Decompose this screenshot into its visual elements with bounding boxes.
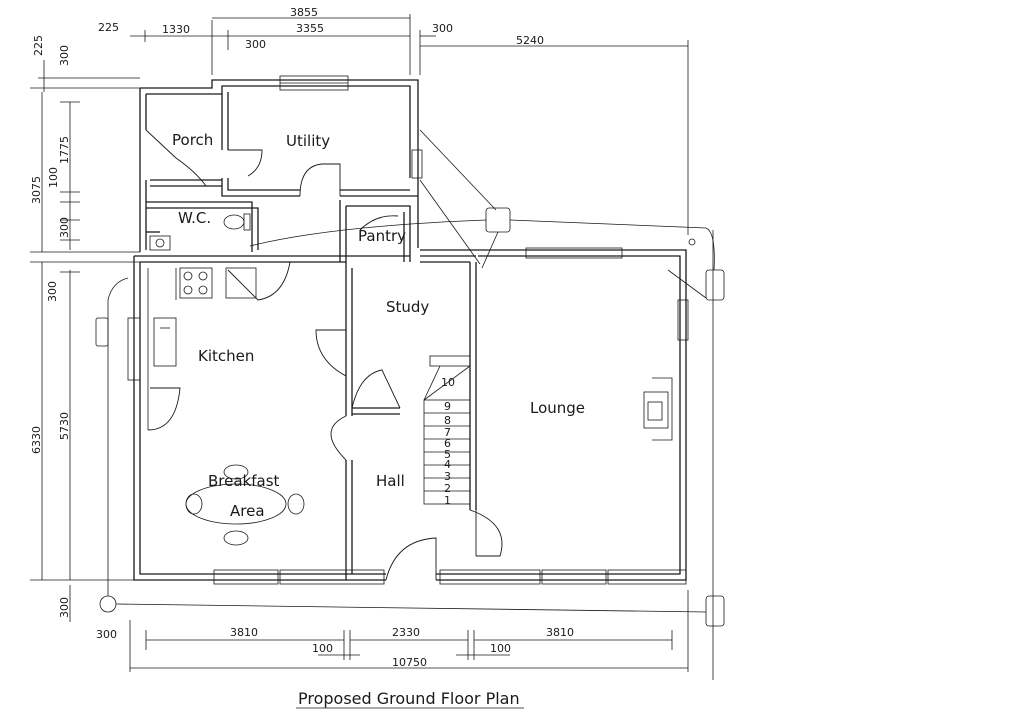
dim-top-225: 225 xyxy=(98,21,119,34)
dim-bottom-10750: 10750 xyxy=(392,656,427,669)
dim-left-300c: 300 xyxy=(46,281,59,302)
staircase xyxy=(423,355,471,505)
dimension-lines xyxy=(30,14,714,680)
stair-step-3: 3 xyxy=(444,470,451,483)
windows xyxy=(127,75,689,585)
dim-top-300b: 300 xyxy=(432,22,453,35)
drawing-title: Proposed Ground Floor Plan xyxy=(298,689,520,708)
dim-left-1775: 1775 xyxy=(58,136,71,164)
stair-step-1: 1 xyxy=(444,494,451,507)
dim-bottom-2330: 2330 xyxy=(392,626,420,639)
dim-left-6330: 6330 xyxy=(30,426,43,454)
dim-left-5730: 5730 xyxy=(58,412,71,440)
dim-left-225: 225 xyxy=(32,35,45,56)
stair-step-6: 6 xyxy=(444,437,451,450)
stair-step-4: 4 xyxy=(444,458,451,471)
room-label-breakfast: Breakfast xyxy=(208,472,280,490)
dim-top-300a: 300 xyxy=(245,38,266,51)
stair-step-10: 10 xyxy=(441,376,455,389)
room-label-utility: Utility xyxy=(286,132,330,150)
stair-step-5: 5 xyxy=(444,448,451,461)
dim-top-5240: 5240 xyxy=(516,34,544,47)
dim-bottom-100a: 100 xyxy=(312,642,333,655)
dim-bottom-100b: 100 xyxy=(490,642,511,655)
stair-numbers: 1 2 3 4 5 6 7 8 9 10 xyxy=(441,376,455,507)
room-label-hall: Hall xyxy=(376,472,405,490)
dimension-labels: 225 1330 3855 3355 300 300 5240 225 300 … xyxy=(30,6,574,669)
dim-left-300d: 300 xyxy=(58,597,71,618)
stair-step-9: 9 xyxy=(444,400,451,413)
room-label-wc: W.C. xyxy=(178,209,211,227)
dim-top-3855: 3855 xyxy=(290,6,318,19)
dim-bottom-3810a: 3810 xyxy=(230,626,258,639)
room-label-kitchen: Kitchen xyxy=(198,347,254,365)
dim-bottom-3810b: 3810 xyxy=(546,626,574,639)
room-label-area: Area xyxy=(230,502,265,520)
room-label-porch: Porch xyxy=(172,131,213,149)
walls xyxy=(133,79,687,581)
dim-bottom-300: 300 xyxy=(96,628,117,641)
room-label-study: Study xyxy=(386,298,429,316)
room-label-lounge: Lounge xyxy=(530,399,585,417)
doors xyxy=(145,129,503,581)
dim-left-3075: 3075 xyxy=(30,176,43,204)
dim-left-100: 100 xyxy=(47,167,60,188)
drainage-lines xyxy=(107,129,715,613)
room-labels: Porch Utility W.C. Pantry Kitchen Breakf… xyxy=(172,131,585,520)
stair-step-7: 7 xyxy=(444,426,451,439)
dim-top-1330: 1330 xyxy=(162,23,190,36)
fixtures xyxy=(95,207,725,627)
dim-top-3355: 3355 xyxy=(296,22,324,35)
stair-step-2: 2 xyxy=(444,482,451,495)
room-label-pantry: Pantry xyxy=(358,227,406,245)
dim-left-300a: 300 xyxy=(58,45,71,66)
dim-left-300b: 300 xyxy=(58,217,71,238)
stair-step-8: 8 xyxy=(444,414,451,427)
